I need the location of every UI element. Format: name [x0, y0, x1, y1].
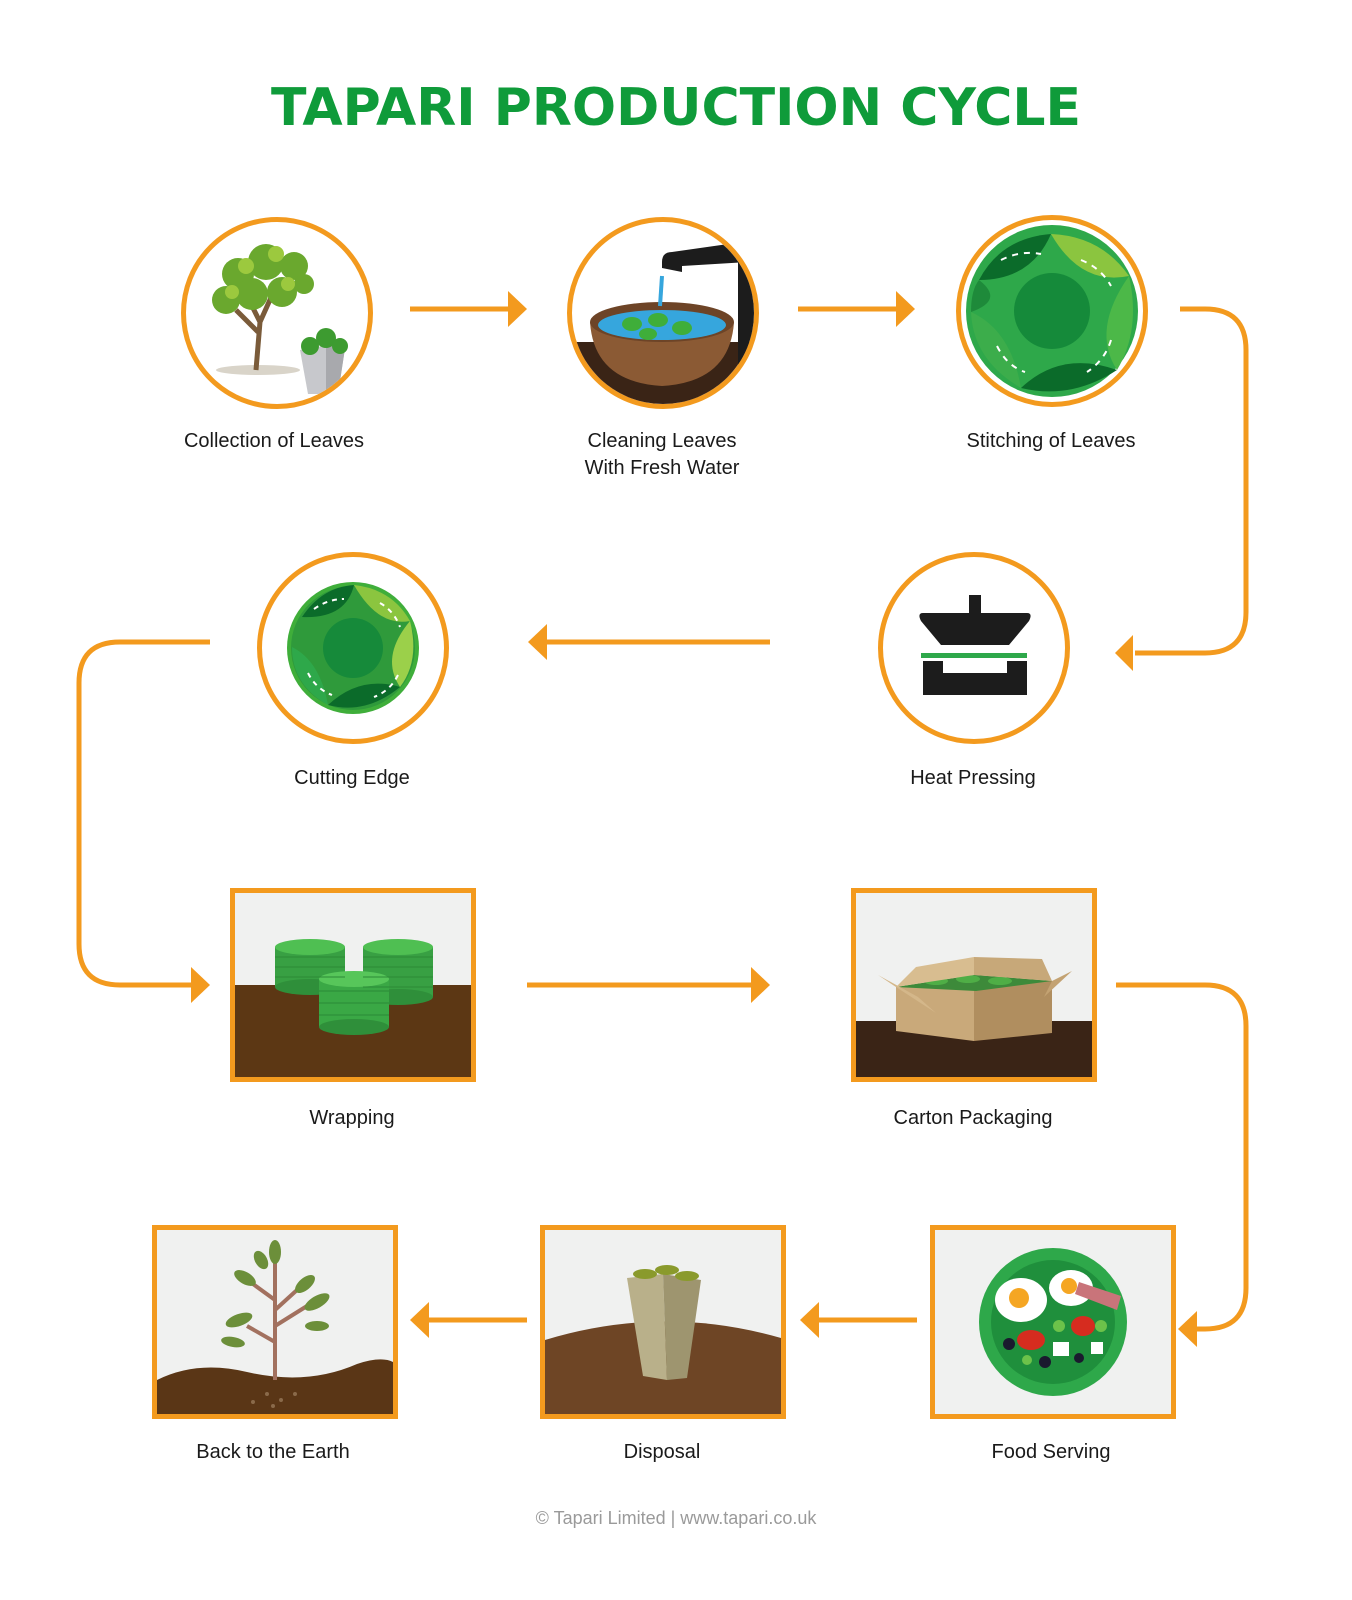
stage-cleaning	[567, 217, 759, 409]
stage-label-collection: Collection of Leaves	[183, 430, 365, 452]
plate-stacks-icon	[235, 939, 471, 1077]
stitched-leaves-icon	[966, 225, 1138, 397]
arrowhead	[528, 624, 547, 660]
stage-label-back-to-earth: Back to the Earth	[196, 1441, 350, 1463]
stage-heat-pressing	[878, 552, 1070, 744]
arrowhead	[410, 1302, 429, 1338]
stage-label-cleaning: Cleaning Leaves With Fresh Water	[584, 430, 740, 479]
arrowhead	[896, 291, 915, 327]
stage-label-disposal: Disposal	[623, 1441, 701, 1463]
stage-label-cutting-edge: Cutting Edge	[294, 767, 410, 789]
page-title: TAPARI PRODUCTION CYCLE	[270, 78, 1082, 138]
food-plate-icon	[979, 1248, 1127, 1396]
disposal-bin-icon	[545, 1265, 781, 1414]
carton-box-icon	[856, 957, 1092, 1077]
arrow-carton-to-food	[1116, 982, 1249, 1332]
stage-carton-packaging	[851, 888, 1097, 1082]
arrowhead	[1115, 635, 1133, 671]
sapling-icon	[157, 1240, 393, 1414]
washing-bowl-icon	[572, 242, 754, 404]
cut-plate-icon	[287, 582, 419, 714]
stage-label-wrapping: Wrapping	[309, 1107, 395, 1129]
stage-disposal	[540, 1225, 786, 1419]
arrowhead	[800, 1302, 819, 1338]
stage-label-carton-packaging: Carton Packaging	[893, 1107, 1053, 1129]
arrow-stitching-to-heat	[1135, 306, 1249, 656]
arrowhead	[751, 967, 770, 1003]
stage-label-food-serving: Food Serving	[991, 1441, 1111, 1463]
footer-credit: © Tapari Limited | www.tapari.co.uk	[535, 1508, 817, 1528]
stage-label-heat-pressing: Heat Pressing	[910, 767, 1036, 789]
stage-stitching	[956, 215, 1148, 407]
heat-press-icon	[919, 595, 1031, 695]
stage-label-stitching: Stitching of Leaves	[966, 430, 1136, 452]
stage-food-serving	[930, 1225, 1176, 1419]
arrowhead	[508, 291, 527, 327]
arrow-cutting-to-wrapping	[76, 639, 210, 988]
arrowhead	[1178, 1311, 1197, 1347]
stage-back-to-earth	[152, 1225, 398, 1419]
stage-collection	[181, 217, 373, 409]
tree-icon	[212, 244, 348, 394]
stage-wrapping	[230, 888, 476, 1082]
stage-cutting-edge	[257, 552, 449, 744]
arrowhead	[191, 967, 210, 1003]
